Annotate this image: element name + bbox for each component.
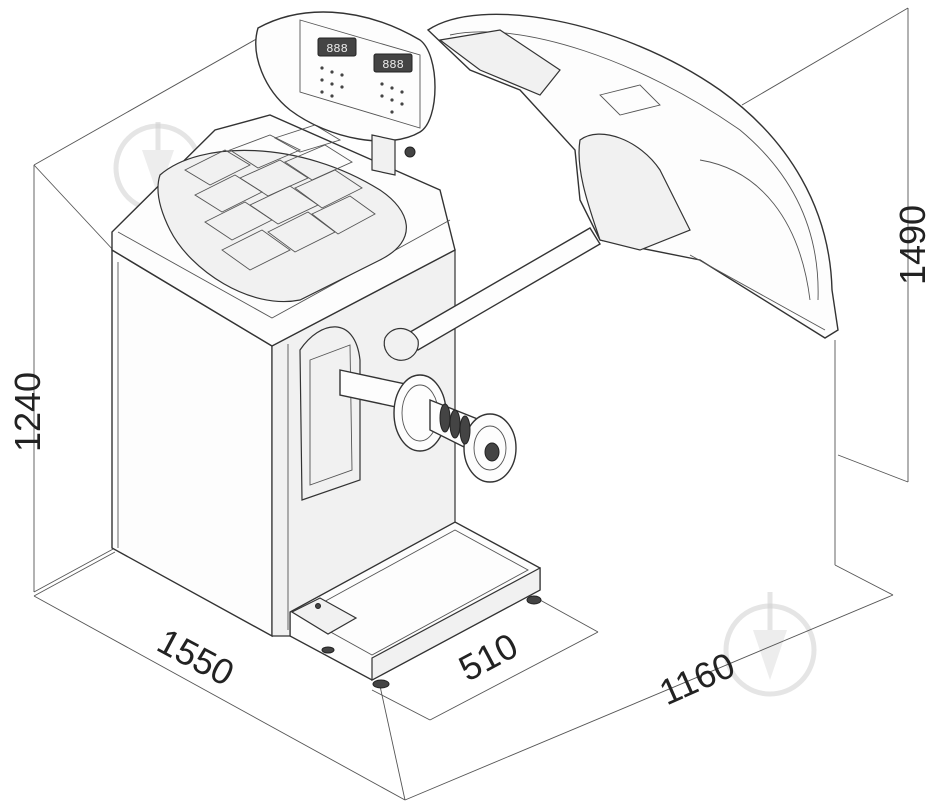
dimension-label-depth: 1160 [653, 644, 740, 713]
dimension-label-base-width: 510 [452, 625, 524, 689]
dimension-lines [33, 7, 909, 801]
dimension-label-width: 1550 [151, 620, 241, 694]
wheel-guard-hood [426, 13, 839, 339]
display-left-value: 888 [326, 42, 348, 56]
tool-tray [184, 124, 376, 271]
shaft-hub [339, 369, 517, 483]
dimension-label-height: 1240 [7, 372, 48, 452]
hood-arm [383, 227, 601, 361]
watermark-logo-bottom [723, 592, 817, 697]
dimension-label-hood-height: 1490 [892, 205, 933, 285]
foot-pedal [290, 597, 358, 635]
side-panel [299, 326, 361, 501]
display-left-readout [317, 37, 357, 57]
display-console: 888 888 [255, 11, 436, 176]
display-right-readout [373, 53, 413, 73]
display-right-value: 888 [382, 58, 404, 72]
knob-icon [404, 146, 416, 158]
thread-rings [439, 403, 471, 445]
top-cover [111, 114, 456, 347]
keypad-dots [320, 66, 404, 114]
